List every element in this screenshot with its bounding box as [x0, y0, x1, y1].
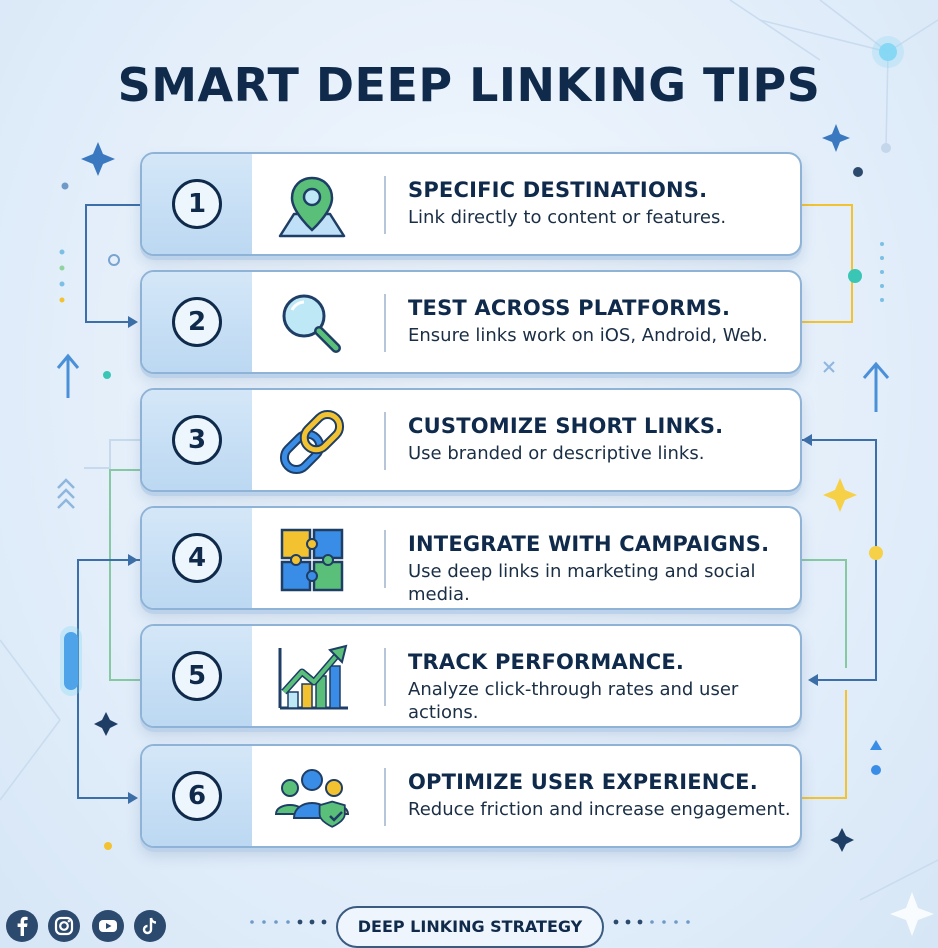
instagram-icon[interactable] [48, 910, 80, 942]
facebook-icon[interactable] [6, 910, 38, 942]
tip-card-5: 5 TRACK PERFORMANCE. Analyze click-throu… [140, 624, 802, 728]
tip-description: Link directly to content or features. [408, 207, 727, 228]
tip-number: 4 [172, 533, 222, 583]
tip-description: Use deep links in marketing and social m… [408, 561, 756, 605]
card-divider [384, 412, 386, 470]
card-divider [384, 530, 386, 588]
tip-number: 3 [172, 415, 222, 465]
number-panel: 5 [142, 626, 252, 726]
tip-heading: TRACK PERFORMANCE. [408, 650, 685, 674]
tip-description: Reduce friction and increase engagement. [408, 799, 791, 820]
card-divider [384, 648, 386, 706]
number-panel: 2 [142, 272, 252, 372]
number-panel: 3 [142, 390, 252, 490]
tip-heading: TEST ACROSS PLATFORMS. [408, 296, 731, 320]
tip-number: 1 [172, 179, 222, 229]
tip-number: 2 [172, 297, 222, 347]
tip-heading: SPECIFIC DESTINATIONS. [408, 178, 708, 202]
number-panel: 6 [142, 746, 252, 846]
tip-card-6: 6 OPTIMIZE USER EXPERIENCE. Reduce frict… [140, 744, 802, 848]
growth-chart-icon [272, 642, 352, 714]
tip-card-4: 4 INTEGRATE WITH CAMPAIGNS. Use deep lin… [140, 506, 802, 610]
tip-text: TRACK PERFORMANCE. Analyze click-through… [408, 650, 792, 724]
tip-text: INTEGRATE WITH CAMPAIGNS. Use deep links… [408, 532, 792, 606]
tiktok-icon[interactable] [134, 910, 166, 942]
footer-label: DEEP LINKING STRATEGY [336, 906, 604, 948]
youtube-icon[interactable] [92, 910, 124, 942]
card-divider [384, 768, 386, 826]
magnifier-icon [272, 288, 352, 360]
card-divider [384, 294, 386, 352]
footer-dots-right [613, 919, 690, 925]
tip-card-2: 2 TEST ACROSS PLATFORMS. Ensure links wo… [140, 270, 802, 374]
puzzle-icon [272, 524, 352, 596]
map-pin-icon [272, 170, 352, 242]
tip-heading: CUSTOMIZE SHORT LINKS. [408, 414, 724, 438]
tip-text: SPECIFIC DESTINATIONS. Link directly to … [408, 178, 792, 229]
tip-number: 5 [172, 651, 222, 701]
number-panel: 4 [142, 508, 252, 608]
users-shield-icon [272, 762, 352, 834]
footer-dots-left [250, 919, 327, 925]
page-title: SMART DEEP LINKING TIPS [117, 58, 821, 112]
tip-number: 6 [172, 771, 222, 821]
chain-link-icon [272, 406, 352, 478]
tip-heading: OPTIMIZE USER EXPERIENCE. [408, 770, 758, 794]
tip-description: Analyze click-through rates and user act… [408, 679, 739, 723]
tip-heading: INTEGRATE WITH CAMPAIGNS. [408, 532, 770, 556]
tip-text: CUSTOMIZE SHORT LINKS. Use branded or de… [408, 414, 792, 465]
tip-text: TEST ACROSS PLATFORMS. Ensure links work… [408, 296, 792, 347]
tip-text: OPTIMIZE USER EXPERIENCE. Reduce frictio… [408, 770, 792, 821]
tip-description: Use branded or descriptive links. [408, 443, 705, 464]
tip-card-3: 3 CUSTOMIZE SHORT LINKS. Use branded or … [140, 388, 802, 492]
card-divider [384, 176, 386, 234]
tip-description: Ensure links work on iOS, Android, Web. [408, 325, 768, 346]
number-panel: 1 [142, 154, 252, 254]
tip-card-1: 1 SPECIFIC DESTINATIONS. Link directly t… [140, 152, 802, 256]
